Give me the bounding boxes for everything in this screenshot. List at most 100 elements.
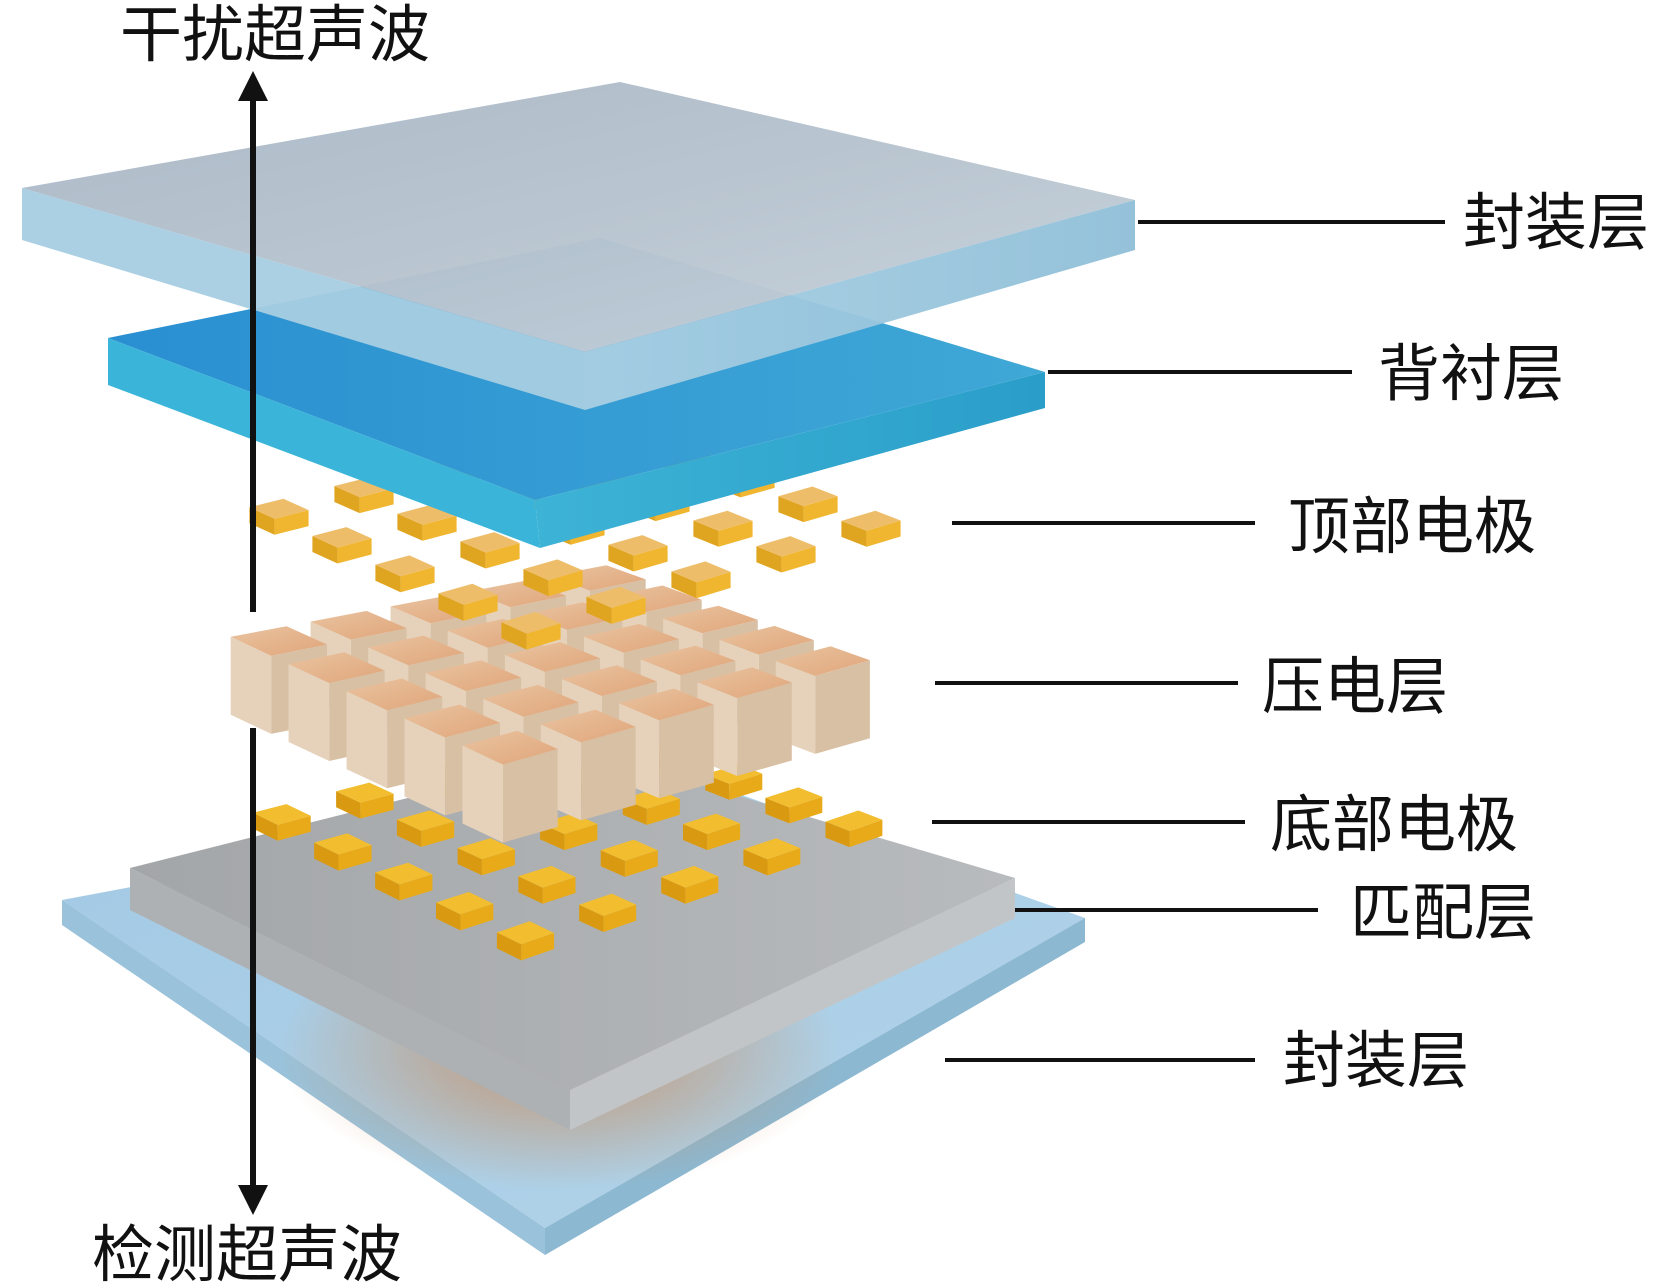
top-electrode-pad-3-1 <box>693 510 753 531</box>
piezo-cube-0-3 <box>310 610 407 640</box>
piezo-cube-4-1 <box>697 667 792 698</box>
piezo-cube-3-2 <box>562 665 657 696</box>
top-electrode-pad-3-1-side-left <box>693 520 719 547</box>
leader-lines <box>932 220 1445 1062</box>
top-electrode-pad-1-4-side-left <box>312 536 338 564</box>
bottom-electrode-pad-1-4-side-right <box>338 845 372 871</box>
top-electrode-pad-4-0-side-left <box>841 520 867 547</box>
label-bottom-electrode: 底部电极 <box>1270 788 1518 861</box>
top-electrode-pad-3-2-side-right <box>633 545 668 572</box>
top-electrode-pad-3-0 <box>778 486 838 507</box>
piezo-cube-2-2 <box>504 642 601 672</box>
detection-ultrasound-label: 检测超声波 <box>92 1218 402 1285</box>
top-electrode-pad-2-4-side-left <box>375 564 401 593</box>
top-electrode-pad-3-3-side-left <box>523 569 549 597</box>
piezo-cube-0-4-side-left <box>230 636 272 734</box>
label-encapsulation-top: 封装层 <box>1463 186 1649 259</box>
top-electrode-pad-2-4 <box>375 555 435 577</box>
piezo-cube-3-4 <box>404 704 500 738</box>
piezo-cube-4-0-side-right <box>815 660 870 754</box>
top-electrode-pad-4-1-side-right <box>781 546 816 573</box>
label-top-electrode: 顶部电极 <box>1288 490 1536 563</box>
top-electrode-pad-3-0-side-left <box>778 496 804 523</box>
bottom-electrode-pad-1-4-side-left <box>314 842 339 871</box>
piezo-cube-4-4 <box>462 730 558 765</box>
bottom-electrode-pad-2-3 <box>457 838 515 860</box>
piezo-cube-2-4-side-left <box>346 691 388 789</box>
bottom-electrode-pad-0-4-side-left <box>253 812 278 841</box>
top-electrode-pad-4-4 <box>501 612 561 634</box>
bottom-electrode-pad-4-3-side-left <box>579 904 604 932</box>
bottom-electrode-pad-0-3-side-right <box>360 793 394 819</box>
bottom-electrode-pad-4-4-side-right <box>521 933 555 961</box>
bottom-electrode-pad-3-2 <box>600 839 658 861</box>
label-matching-layer: 匹配层 <box>1350 876 1536 949</box>
top-electrode-pad-4-4-side-right <box>526 623 561 650</box>
label-encapsulation-bottom: 封装层 <box>1283 1024 1469 1097</box>
bottom-electrode-pad-3-3-side-right <box>542 877 576 904</box>
top-electrode-pad-2-3-side-left <box>460 541 486 569</box>
top-electrode-pad-4-0-side-right <box>866 520 901 547</box>
bottom-electrode-pad-1-3 <box>396 810 455 831</box>
top-electrode-pad-4-3 <box>586 586 646 608</box>
bottom-electrode-pad-4-0-side-right <box>849 819 883 848</box>
bottom-electrode-pad-2-2-side-right <box>564 824 598 851</box>
bottom-electrode-pad-2-0-side-right <box>729 773 763 800</box>
top-electrode-pad-3-4-side-right <box>463 595 498 621</box>
bottom-electrode-pad-3-1-side-left <box>683 824 708 851</box>
bottom-electrode-pad-3-0-side-left <box>765 797 790 824</box>
top-electrode-pad-4-2-side-right <box>696 571 731 599</box>
top-electrode-pad-4-4-side-left <box>501 622 527 650</box>
bottom-electrode-pad-3-0-side-right <box>789 796 823 824</box>
top-electrode-pad-3-3 <box>523 559 583 581</box>
top-electrode-pad-3-4-side-left <box>438 593 464 621</box>
top-electrode-pad-0-3-side-left <box>334 486 360 514</box>
bottom-electrode-pad-4-3-side-right <box>603 904 637 932</box>
piezo-cube-0-4 <box>230 626 327 656</box>
piezo-cube-4-4-side-right <box>503 749 558 843</box>
bottom-electrode-pad-4-4-side-left <box>496 932 522 961</box>
top-electrode-pad-1-4-side-right <box>337 538 372 564</box>
bottom-electrode-pad-4-4 <box>496 921 555 945</box>
interference-ultrasound-label: 干扰超声波 <box>120 0 430 71</box>
top-electrode-pad-4-3-side-right <box>611 597 646 624</box>
bottom-electrode-pad-3-3 <box>518 865 576 888</box>
label-piezo-layer: 压电层 <box>1262 650 1448 723</box>
bottom-electrode-pad-3-2-side-left <box>600 850 625 877</box>
top-electrode-pad-3-2 <box>608 535 668 556</box>
top-electrode-pad-4-3-side-left <box>586 596 612 624</box>
top-electrode-pad-3-3-side-right <box>548 570 583 597</box>
top-electrode-pad-3-2-side-left <box>608 544 634 572</box>
top-electrode-pad-1-4 <box>312 527 372 548</box>
top-electrode-pad-3-1-side-right <box>718 520 753 547</box>
top-electrode-pad-4-2-side-left <box>671 571 697 599</box>
bottom-electrode-pad-1-3-side-right <box>421 821 455 847</box>
piezo-cube-3-0 <box>719 625 814 655</box>
piezo-cube-1-4 <box>288 652 385 683</box>
piezo-cube-4-4-side-left <box>462 745 503 843</box>
top-electrode-pad-2-3-side-right <box>485 543 520 569</box>
bottom-electrode-pad-1-3-side-left <box>396 819 422 847</box>
top-electrode-pad-3-0-side-right <box>803 496 838 523</box>
piezo-cube-2-3 <box>425 660 522 691</box>
piezo-cube-3-4-side-left <box>404 718 446 816</box>
bottom-electrode-pad-4-2-side-right <box>685 876 719 904</box>
bottom-electrode-pad-0-3-side-left <box>336 791 361 819</box>
bottom-electrode-pad-4-1-side-right <box>767 848 801 876</box>
bottom-electrode-pad-3-4 <box>436 892 494 915</box>
piezo-cube-1-3 <box>368 635 464 666</box>
bottom-electrode-pad-3-0 <box>765 787 823 808</box>
top-electrode-pad-1-3-side-left <box>397 513 423 541</box>
encapsulation-layer-top <box>22 82 1135 410</box>
bottom-electrode-pad-3-4-side-left <box>436 902 461 931</box>
bottom-electrode-pad-2-3-side-left <box>457 848 482 876</box>
bottom-electrode-pad-2-4 <box>375 862 433 885</box>
bottom-electrode-pad-3-2-side-right <box>624 850 658 877</box>
bottom-electrode-pad-3-3-side-left <box>518 876 543 904</box>
piezo-cube-4-2-side-right <box>659 704 714 799</box>
top-electrode-pad-2-3 <box>460 532 520 553</box>
piezo-cube-4-0 <box>775 646 870 676</box>
bottom-electrode-pad-4-2 <box>661 865 719 888</box>
top-electrode-pad-2-4-side-right <box>400 566 435 593</box>
top-electrode-pad-4-0 <box>841 510 901 531</box>
